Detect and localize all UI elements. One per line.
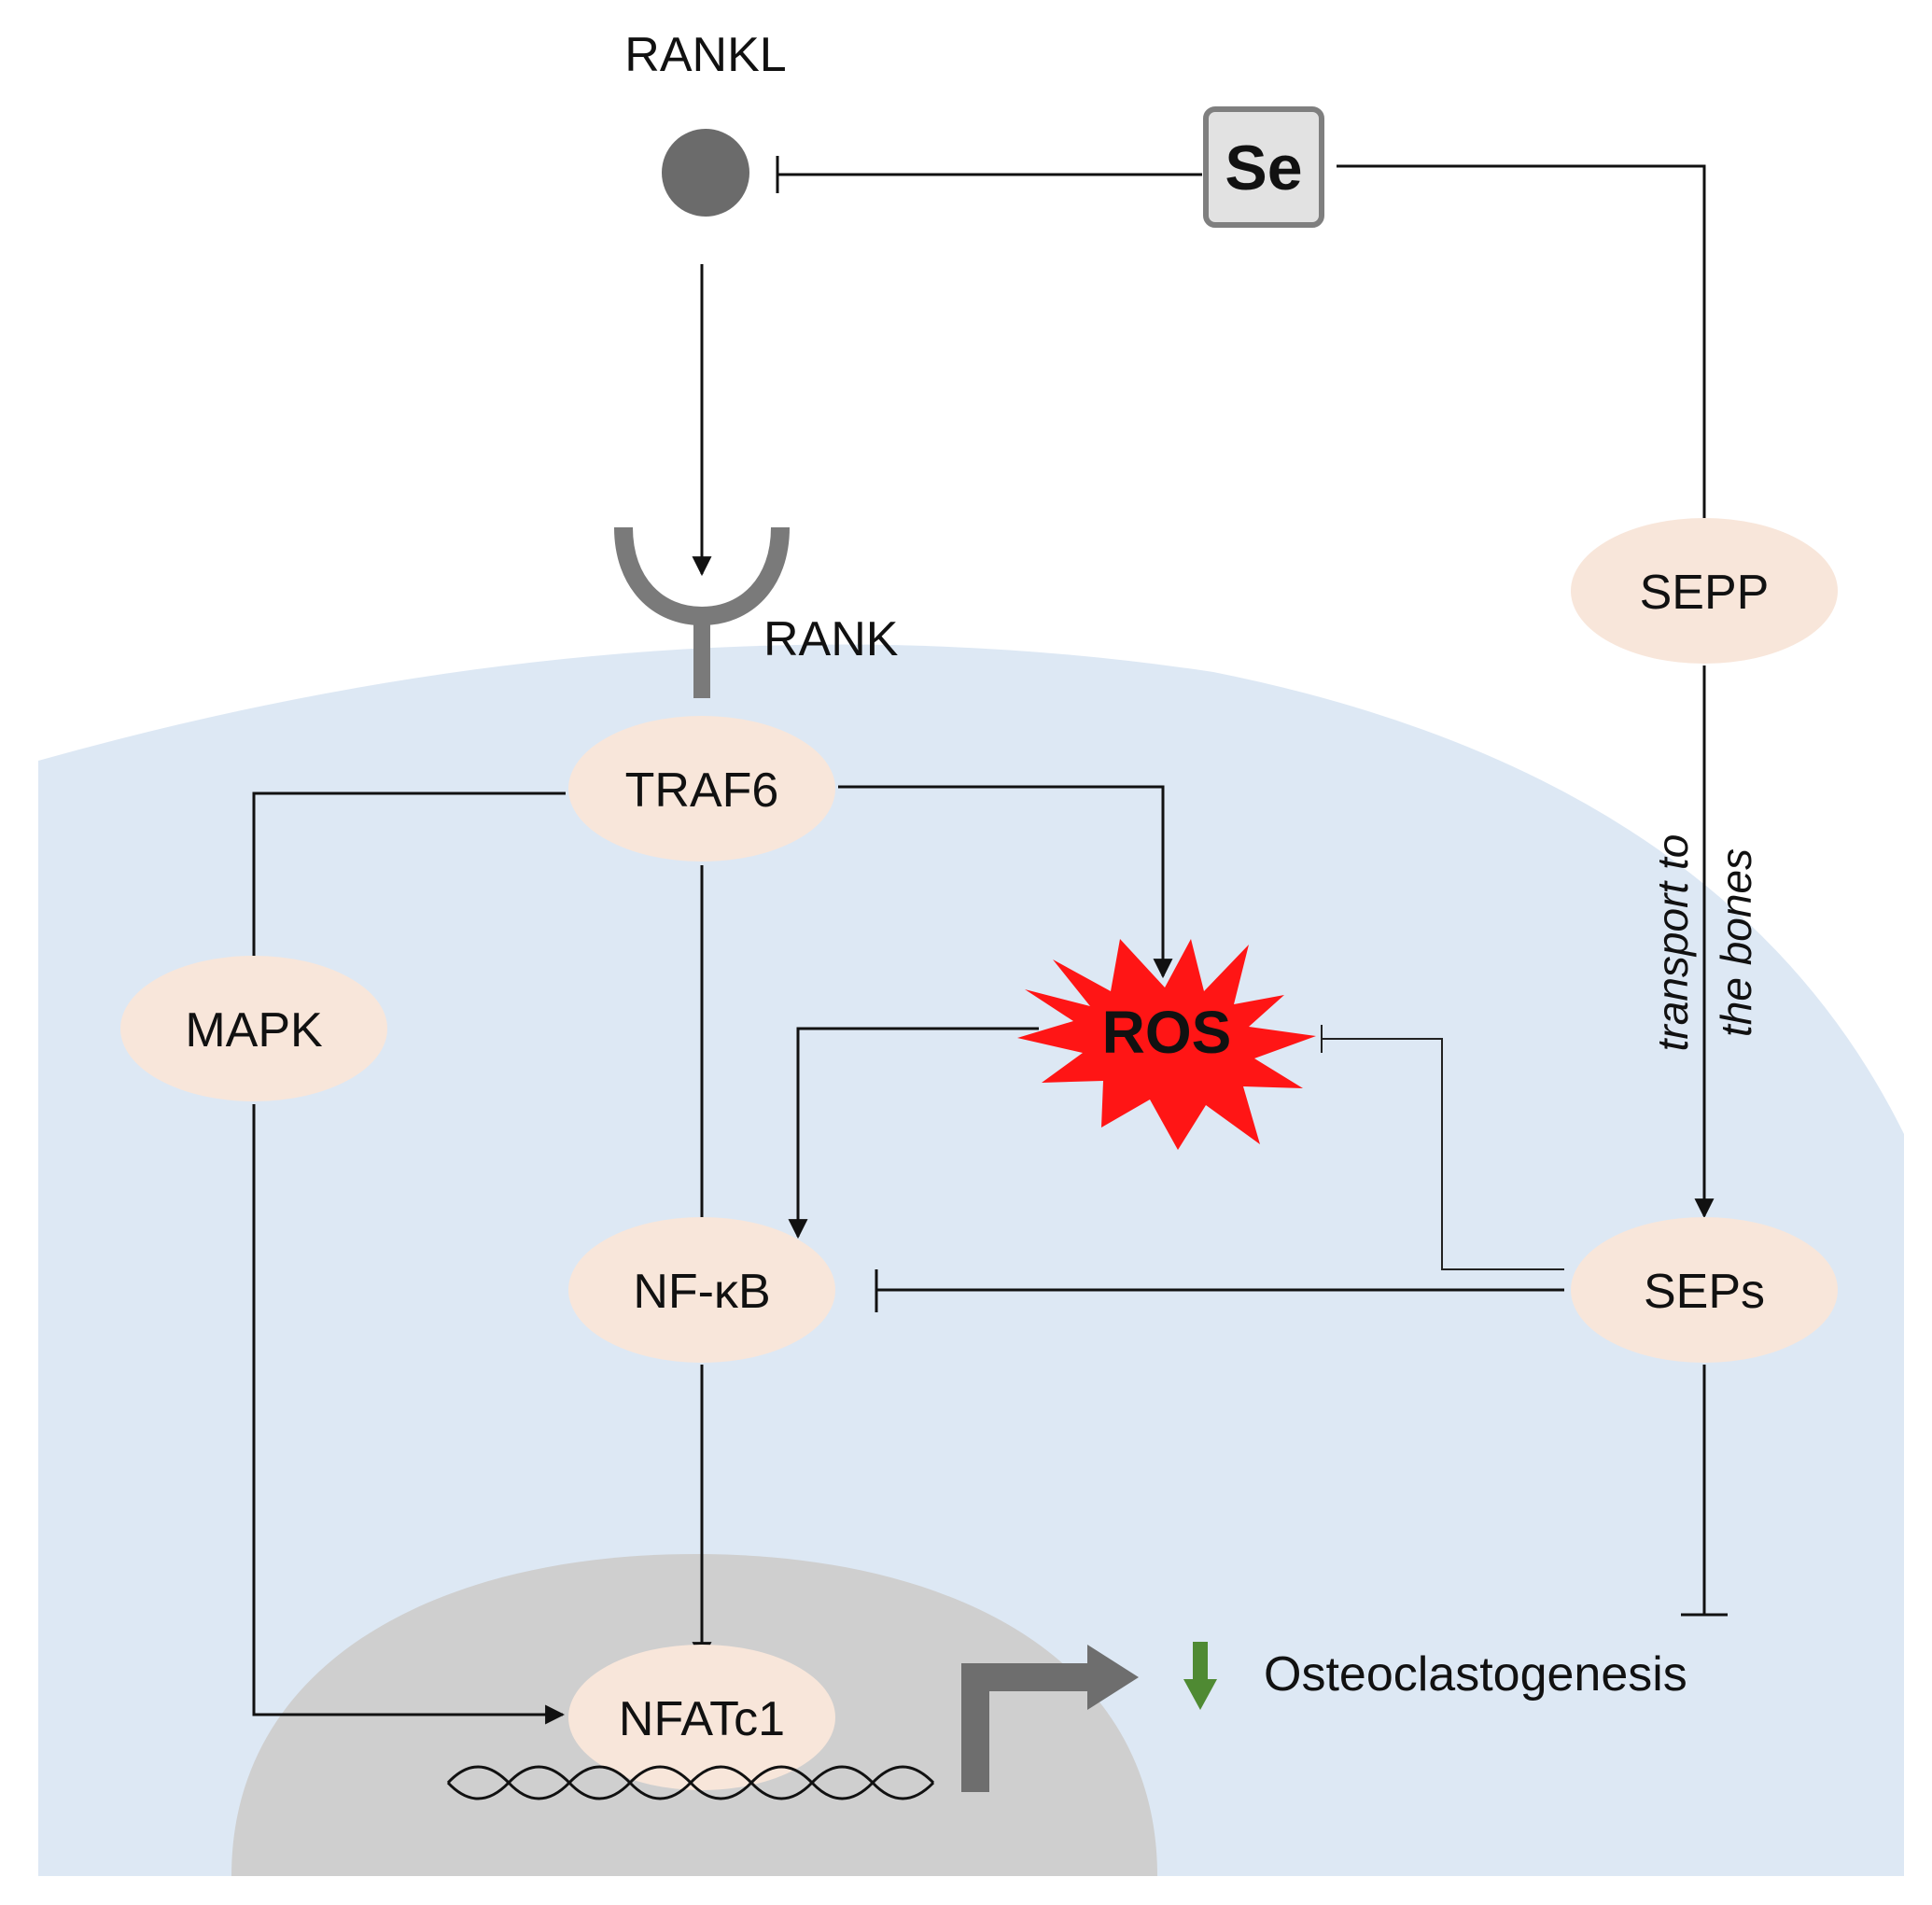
selenium-box — [1203, 106, 1324, 228]
rank-receptor-stem — [693, 612, 710, 698]
decrease-arrow-icon — [1183, 1642, 1217, 1710]
seps-node — [1571, 1217, 1838, 1363]
dna-helix-icon — [446, 1765, 935, 1800]
ros-burst-icon — [1017, 939, 1316, 1150]
transport-label-line1: transport to — [1648, 834, 1697, 1052]
sepp-label: SEPP — [1640, 566, 1770, 620]
mapk-to-nfatc1-arrow — [252, 1104, 566, 1725]
rankl-label: RANKL — [624, 28, 786, 82]
traf6-to-mapk-arrow — [244, 791, 566, 986]
ros-label: ROS — [1102, 999, 1232, 1066]
nfkb-label: NF-κB — [633, 1265, 770, 1319]
traf6-node — [568, 716, 835, 861]
mapk-label: MAPK — [185, 1003, 323, 1058]
traf6-to-ros-arrow — [838, 785, 1173, 979]
nfatc1-label: NFATc1 — [619, 1692, 785, 1746]
seps-label: SEPs — [1644, 1265, 1765, 1319]
sepp-node — [1571, 518, 1838, 664]
rank-label: RANK — [763, 612, 899, 666]
ros-to-nfkb-arrow — [788, 1027, 1039, 1240]
seps-inhibits-ros-line — [1322, 1038, 1564, 1270]
osteoclastogenesis-label: Osteoclastogenesis — [1264, 1647, 1687, 1702]
nfatc1-node — [568, 1645, 835, 1790]
traf6-label: TRAF6 — [625, 763, 779, 818]
se-to-sepp-arrow — [1337, 164, 1715, 544]
cell-body — [38, 644, 1904, 1877]
nfkb-node — [568, 1217, 835, 1363]
rankl-ligand-icon — [662, 129, 749, 217]
mapk-node — [120, 956, 387, 1101]
transport-label-line2: the bones — [1712, 848, 1760, 1037]
promoter-arrow-icon — [961, 1645, 1139, 1792]
selenium-label: Se — [1225, 133, 1302, 203]
